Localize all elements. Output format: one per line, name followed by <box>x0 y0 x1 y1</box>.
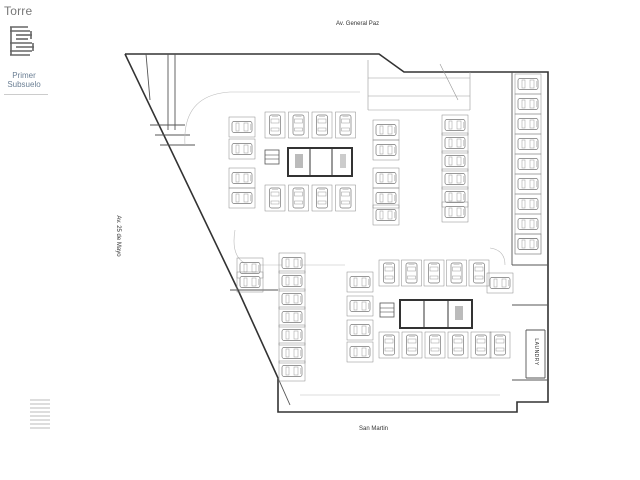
level-label-line2: Subsuelo <box>7 80 41 89</box>
parking-stall <box>279 307 305 327</box>
parking-stall <box>373 168 399 188</box>
page-title: Torre <box>4 4 33 18</box>
parking-stall <box>515 94 541 114</box>
parking-stall <box>448 332 468 358</box>
parking-stall <box>229 168 255 188</box>
street-label-west: Av. 25 de Mayo <box>115 215 121 257</box>
parking-stall <box>515 114 541 134</box>
parking-stall <box>347 272 373 292</box>
core-north <box>264 147 353 177</box>
parking-stall <box>373 120 399 140</box>
parking-stall <box>425 332 445 358</box>
parking-stall <box>279 253 305 273</box>
parking-stall <box>515 194 541 214</box>
parking-stall <box>442 133 468 153</box>
parking-stall <box>515 134 541 154</box>
parking-stall <box>265 185 285 211</box>
parking-stall <box>402 260 422 286</box>
street-label-south: San Martin <box>359 426 389 432</box>
parking-stall <box>373 140 399 160</box>
parking-stall <box>279 325 305 345</box>
parking-stall <box>265 112 285 138</box>
parking-stall <box>347 342 373 362</box>
tower-b-logo-icon <box>10 26 34 56</box>
parking-stall <box>279 271 305 291</box>
parking-stall <box>289 185 309 211</box>
stripe-pattern-icon <box>30 399 50 429</box>
outer-walls <box>124 53 549 413</box>
parking-stall <box>229 117 255 137</box>
parking-stall <box>312 185 332 211</box>
street-label-north: Av. General Paz <box>336 21 380 27</box>
parking-stall <box>279 361 305 381</box>
parking-stall <box>515 234 541 254</box>
parking-stall <box>442 187 468 207</box>
parking-stall <box>442 151 468 171</box>
parking-stall <box>515 214 541 234</box>
level-label: Primer Subsuelo <box>4 71 44 89</box>
parking-stall <box>237 258 263 278</box>
parking-stall <box>289 112 309 138</box>
parking-stall <box>336 185 356 211</box>
parking-stalls <box>229 74 541 381</box>
ramp <box>367 60 471 111</box>
parking-stall <box>442 202 468 222</box>
parking-stall <box>347 320 373 340</box>
parking-stall <box>379 260 399 286</box>
divider <box>4 94 48 95</box>
brand-block: Torre Primer Subsuelo <box>4 4 50 95</box>
parking-stall <box>237 272 263 292</box>
parking-stall <box>515 154 541 174</box>
parking-stall <box>490 332 510 358</box>
parking-stall <box>442 115 468 135</box>
parking-stall <box>379 332 399 358</box>
parking-stall <box>229 188 255 208</box>
parking-stall <box>347 296 373 316</box>
level-label-line1: Primer <box>12 71 36 80</box>
parking-stall <box>229 139 255 159</box>
parking-stall <box>447 260 467 286</box>
parking-stall <box>402 332 422 358</box>
parking-stall <box>424 260 444 286</box>
parking-stall <box>471 332 491 358</box>
parking-stall <box>515 74 541 94</box>
parking-stall <box>312 112 332 138</box>
room-label-laundry: LAUNDRY <box>533 338 539 366</box>
parking-stall <box>279 343 305 363</box>
parking-stall <box>442 169 468 189</box>
parking-stall <box>279 289 305 309</box>
core-south <box>379 299 473 329</box>
parking-stall <box>487 273 513 293</box>
inner-walls <box>145 53 548 406</box>
parking-stall <box>469 260 489 286</box>
parking-stall <box>515 174 541 194</box>
parking-stall <box>336 112 356 138</box>
